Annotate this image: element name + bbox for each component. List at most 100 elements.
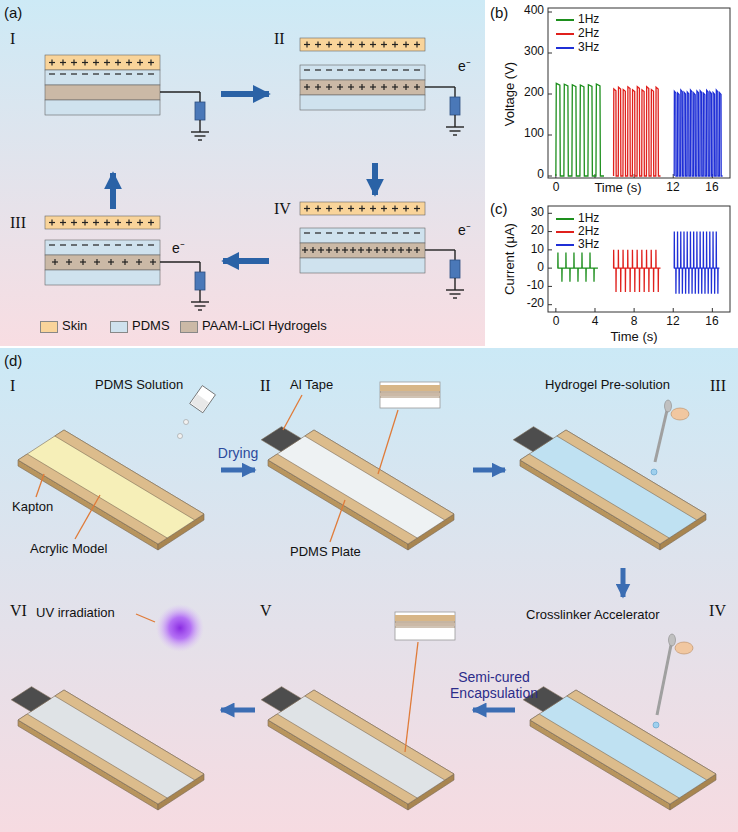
ground-symbol bbox=[198, 139, 202, 140]
voltage-trace bbox=[556, 83, 604, 176]
hydrogel-layer bbox=[300, 243, 425, 258]
kapton-strip bbox=[305, 690, 454, 780]
drop bbox=[178, 434, 183, 439]
inset-layer bbox=[380, 385, 440, 391]
inset-layer bbox=[395, 623, 455, 626]
minus-charge bbox=[82, 73, 88, 74]
minus-charge bbox=[82, 244, 88, 245]
minus-charge bbox=[381, 69, 387, 70]
legend-swatch bbox=[180, 321, 198, 333]
process-arrow bbox=[223, 258, 269, 264]
plus-charge bbox=[110, 259, 111, 265]
ground-symbol bbox=[195, 305, 206, 306]
voltage-trace bbox=[674, 90, 722, 176]
plus-charge bbox=[62, 60, 63, 66]
current-trace bbox=[614, 250, 661, 292]
ground-symbol bbox=[450, 130, 461, 131]
plus-charge bbox=[372, 206, 373, 212]
plus-charge bbox=[312, 247, 313, 253]
wire bbox=[454, 87, 455, 97]
hydrogel-layer bbox=[300, 80, 425, 95]
pipette-bulb bbox=[669, 634, 676, 646]
current-trace bbox=[558, 253, 598, 282]
figure-label: -20 bbox=[527, 297, 544, 311]
skin-layer bbox=[300, 202, 425, 215]
plus-charge bbox=[328, 206, 329, 212]
minus-charge bbox=[359, 69, 365, 70]
tick-mark bbox=[634, 308, 635, 312]
plus-charge bbox=[350, 84, 351, 90]
plus-charge bbox=[394, 206, 395, 212]
plus-charge bbox=[394, 84, 395, 90]
inset-photo bbox=[380, 382, 440, 408]
figure-label: (d) bbox=[4, 352, 22, 369]
wire bbox=[425, 86, 455, 87]
step-number: I bbox=[10, 30, 15, 48]
minus-charge bbox=[304, 69, 310, 70]
figure-label: 100 bbox=[524, 127, 544, 141]
figure-label: PDMS Plate bbox=[290, 545, 361, 560]
ground-symbol bbox=[453, 297, 457, 298]
plus-charge bbox=[124, 259, 125, 265]
fabrication-illustration bbox=[11, 382, 716, 810]
kapton-strip bbox=[55, 690, 204, 780]
plus-charge bbox=[361, 84, 362, 90]
plus-charge bbox=[317, 206, 318, 212]
kapton-strip bbox=[55, 430, 204, 520]
minus-charge bbox=[392, 232, 398, 233]
resistor-symbol bbox=[450, 97, 460, 115]
wire bbox=[160, 261, 200, 262]
figure-label: e⁻ bbox=[172, 240, 185, 256]
plus-charge bbox=[350, 206, 351, 212]
plus-charge bbox=[117, 220, 118, 226]
minus-charge bbox=[370, 232, 376, 233]
plus-charge bbox=[408, 247, 409, 253]
tick-mark bbox=[548, 304, 552, 305]
plus-charge bbox=[400, 247, 401, 253]
figure-label: 0 bbox=[553, 315, 560, 329]
plus-charge bbox=[416, 247, 417, 253]
leader-line bbox=[136, 614, 155, 622]
minus-charge bbox=[115, 73, 121, 74]
plus-charge bbox=[117, 60, 118, 66]
minus-charge bbox=[71, 73, 77, 74]
plus-charge bbox=[328, 247, 329, 253]
figure-label: Acrylic Model bbox=[30, 542, 107, 557]
plus-charge bbox=[139, 220, 140, 226]
plus-charge bbox=[405, 206, 406, 212]
skin-layer bbox=[300, 38, 425, 51]
plus-charge bbox=[139, 60, 140, 66]
plus-charge bbox=[54, 259, 55, 265]
arrow-label: Drying bbox=[218, 445, 258, 461]
step-number: IV bbox=[709, 602, 726, 620]
figure-label: 400 bbox=[524, 4, 544, 18]
plus-charge bbox=[383, 42, 384, 48]
plus-charge bbox=[328, 42, 329, 48]
slab-top bbox=[268, 430, 454, 544]
wire bbox=[199, 120, 200, 132]
legend-text: 2Hz bbox=[578, 27, 599, 41]
plus-charge bbox=[306, 206, 307, 212]
resistor-symbol bbox=[195, 272, 205, 290]
slab-top bbox=[520, 430, 706, 544]
plus-charge bbox=[106, 60, 107, 66]
minus-charge bbox=[337, 232, 343, 233]
step-number: II bbox=[260, 377, 271, 395]
uv-glow bbox=[156, 604, 204, 652]
figure-label: 8 bbox=[631, 315, 638, 329]
ground-symbol bbox=[195, 135, 206, 136]
current-trace bbox=[674, 232, 719, 294]
slab-top bbox=[268, 690, 454, 804]
step-panel: II bbox=[258, 375, 470, 565]
plus-charge bbox=[317, 42, 318, 48]
plus-charge bbox=[405, 84, 406, 90]
step-number: VI bbox=[10, 602, 27, 620]
panel-background bbox=[0, 0, 485, 346]
step-number: I bbox=[10, 377, 15, 395]
legend-swatch bbox=[40, 321, 58, 333]
figure-label: Voltage (V) bbox=[503, 62, 518, 126]
minus-charge bbox=[137, 244, 143, 245]
resistor-symbol bbox=[450, 260, 460, 278]
ground-symbol bbox=[450, 293, 461, 294]
plus-charge bbox=[339, 42, 340, 48]
